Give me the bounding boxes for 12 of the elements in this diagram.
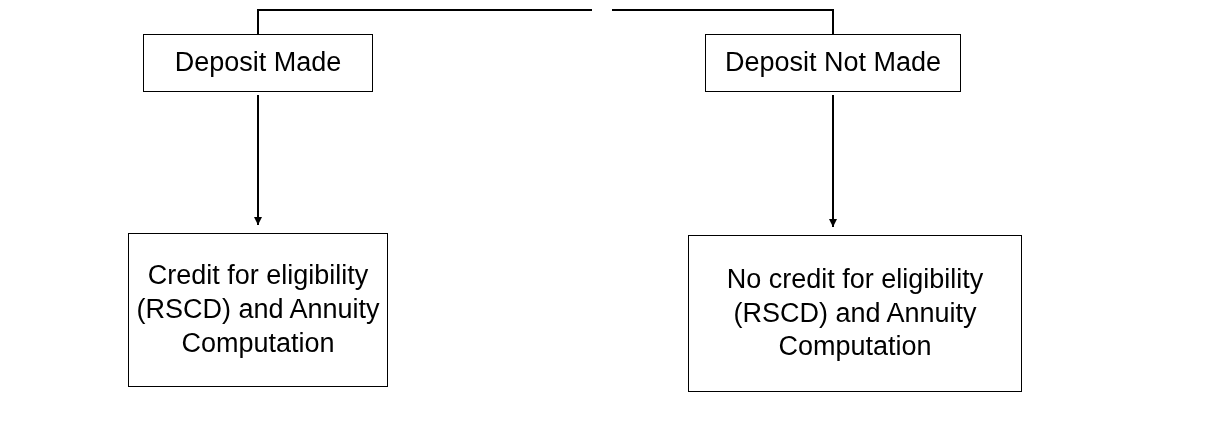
process-box	[705, 34, 961, 92]
box-label: Deposit Not Made	[724, 46, 942, 80]
process-box	[688, 235, 1022, 392]
process-box	[143, 34, 373, 92]
arrow	[254, 94, 262, 226]
box-label: Deposit Made	[174, 46, 342, 80]
process-box	[128, 233, 388, 387]
connector-line	[611, 9, 834, 35]
arrow	[829, 94, 837, 228]
box-label: No credit for eligibility (RSCD) and Annuity Computation	[725, 262, 985, 364]
connector-line	[257, 9, 593, 35]
box-label: Credit for eligibility (RSCD) and Annuity Computation	[135, 259, 381, 360]
